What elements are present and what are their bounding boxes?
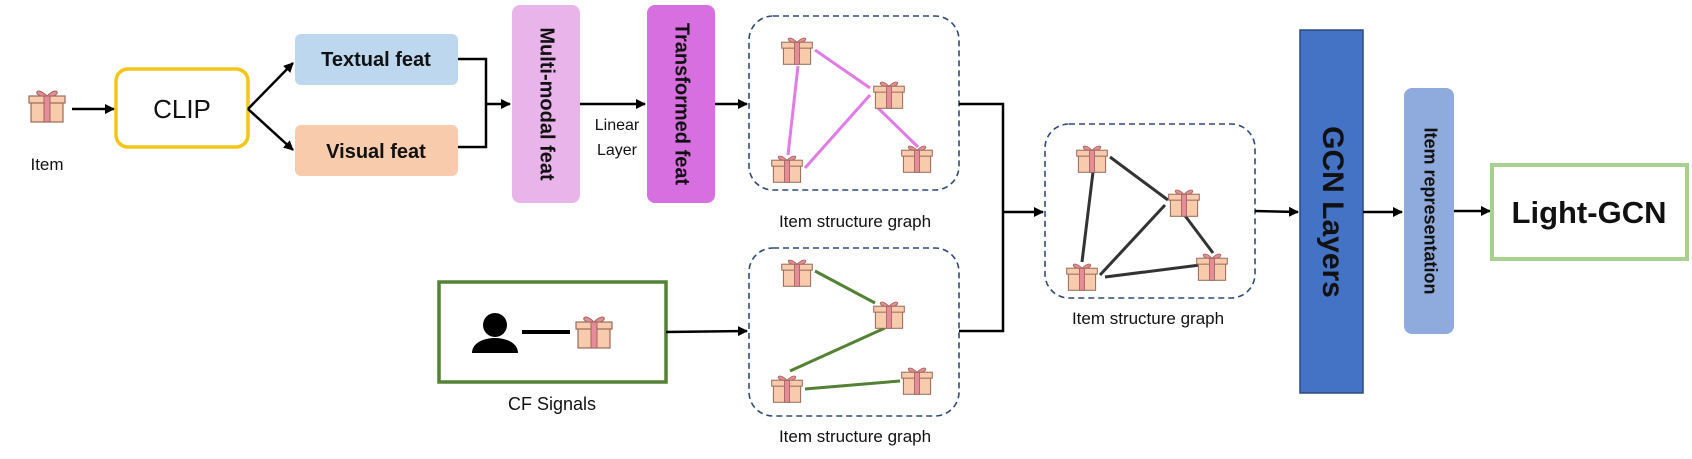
bottom-graph-box xyxy=(748,247,960,417)
clip-label: CLIP xyxy=(153,94,211,124)
merge-connector xyxy=(458,57,488,149)
item-representation-box xyxy=(1404,88,1454,334)
textual-feat-label: Textual feat xyxy=(321,49,431,71)
gift-icon xyxy=(901,145,933,173)
multimodal-feat-box xyxy=(512,5,580,203)
gift-icon xyxy=(1076,145,1108,173)
gcn-layers-box xyxy=(1299,29,1364,394)
top-graph-edges xyxy=(786,48,920,169)
gift-icon xyxy=(873,301,905,329)
arrow-to-bottom-graph xyxy=(665,326,748,337)
bottom-graph-edges xyxy=(789,269,901,391)
fused-graph-edges xyxy=(1080,155,1215,279)
fused-graph-label: Item structure graph xyxy=(1072,309,1224,328)
light-gcn-box xyxy=(1490,163,1689,261)
gift-icon xyxy=(1196,253,1228,281)
arrow-to-gcn xyxy=(1254,206,1299,217)
gift-icon xyxy=(771,155,803,183)
transformed-feat-box xyxy=(647,5,715,203)
linear-layer-label-1: Linear xyxy=(595,117,640,134)
gift-icon xyxy=(1168,189,1200,217)
top-graph-label: Item structure graph xyxy=(779,212,931,231)
arrow-clip-textual xyxy=(247,62,294,110)
linear-layer-label-2: Layer xyxy=(597,142,638,159)
gift-icon xyxy=(781,37,813,65)
textual-feat-box xyxy=(295,34,458,85)
gift-icon xyxy=(575,316,613,349)
multimodal-feat-label: Multi-modal feat xyxy=(536,27,558,181)
gift-icon xyxy=(771,375,803,403)
graph-merge-connector xyxy=(959,102,1005,333)
cf-signals-label: CF Signals xyxy=(508,394,596,414)
gift-icon xyxy=(781,259,813,287)
gift-icon xyxy=(1066,263,1098,291)
bottom-graph-label: Item structure graph xyxy=(779,427,931,446)
item-label: Item xyxy=(30,155,63,174)
gift-icon xyxy=(901,367,933,395)
transformed-feat-label: Transformed feat xyxy=(671,23,693,186)
visual-feat-label: Visual feat xyxy=(326,141,426,163)
item-representation-label: Item representation xyxy=(1420,127,1440,294)
light-gcn-label: Light-GCN xyxy=(1512,195,1667,230)
user-icon xyxy=(472,313,518,353)
gift-icon xyxy=(28,90,66,123)
arrow-clip-visual xyxy=(247,108,294,151)
visual-feat-box xyxy=(295,125,458,176)
gift-icon xyxy=(873,81,905,109)
gcn-layers-label: GCN Layers xyxy=(1316,126,1349,298)
